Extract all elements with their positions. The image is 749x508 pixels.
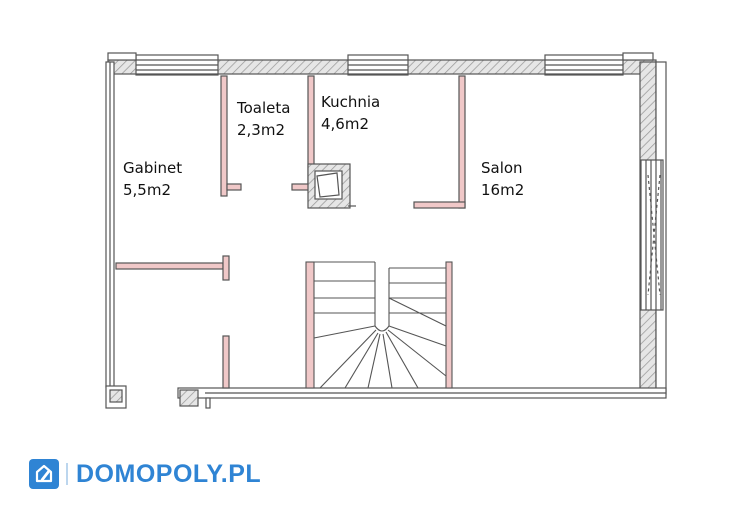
house-pen-icon xyxy=(29,459,59,489)
room-label-salon: Salon 16m2 xyxy=(481,157,524,201)
room-label-toaleta: Toaleta 2,3m2 xyxy=(237,97,290,141)
brand-separator xyxy=(66,463,68,485)
room-area: 16m2 xyxy=(481,181,525,199)
room-label-gabinet: Gabinet 5,5m2 xyxy=(123,157,182,201)
room-label-kuchnia: Kuchnia 4,6m2 xyxy=(321,91,380,135)
interior-walls xyxy=(115,75,466,389)
staircase xyxy=(305,261,453,389)
right-wall xyxy=(639,61,667,395)
room-name: Gabinet xyxy=(123,159,183,177)
left-wall xyxy=(105,61,127,409)
room-name: Toaleta xyxy=(237,99,291,117)
room-area: 5,5m2 xyxy=(123,181,172,199)
top-wall xyxy=(107,52,657,76)
room-name: Kuchnia xyxy=(321,93,381,111)
floor-plan xyxy=(105,52,667,409)
bottom-wall xyxy=(177,387,667,409)
room-area: 2,3m2 xyxy=(237,121,286,139)
room-name: Salon xyxy=(481,159,523,177)
brand-logo[interactable]: DOMOPOLY.PL xyxy=(28,457,261,491)
brand-name: DOMOPOLY.PL xyxy=(76,459,262,488)
room-area: 4,6m2 xyxy=(321,115,370,133)
chimney xyxy=(307,163,356,209)
